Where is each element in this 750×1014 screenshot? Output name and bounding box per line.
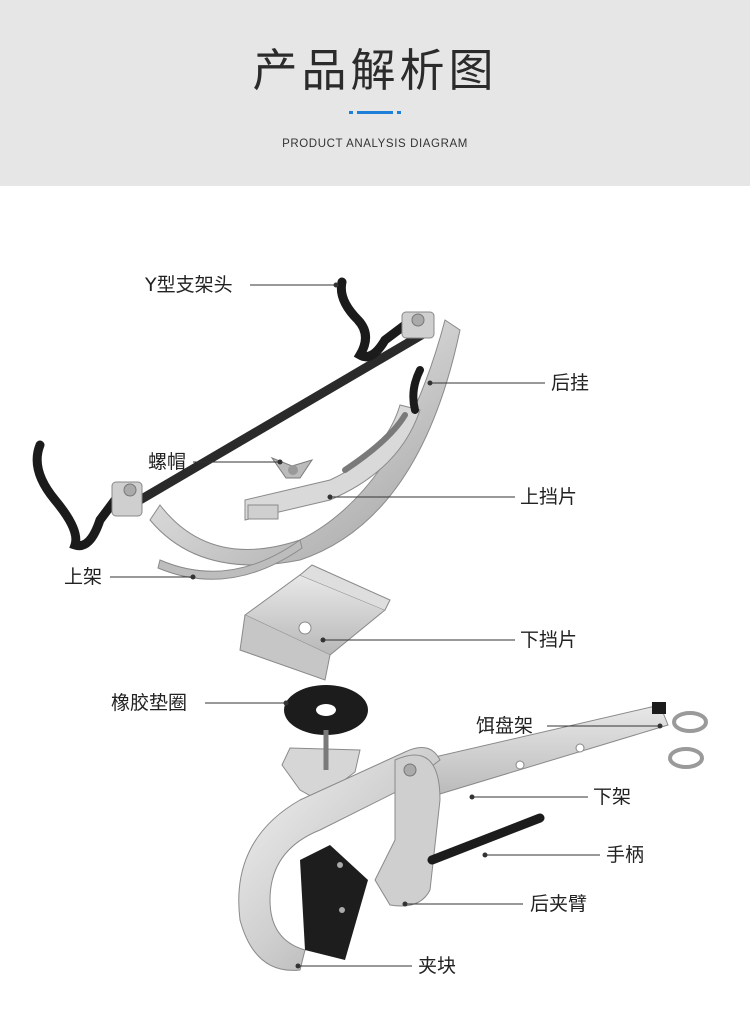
y-head-right <box>336 277 410 362</box>
upper-baffle-tab <box>247 504 279 520</box>
leader-dot-rubber-gasket <box>283 700 289 706</box>
rear-clamp-arm-part <box>374 754 441 907</box>
leader-dots <box>190 282 663 969</box>
handle-part <box>427 813 545 865</box>
leader-dot-lower-frame <box>469 794 475 800</box>
upper-frame-part <box>149 319 461 566</box>
leader-dot-y-head <box>333 282 339 288</box>
rubber-gasket-hole <box>316 704 336 716</box>
page-subtitle: PRODUCT ANALYSIS DIAGRAM <box>282 138 468 150</box>
divider-bar <box>357 111 393 114</box>
leader-dot-upper-baffle <box>327 494 333 500</box>
lower-assembly <box>238 702 708 971</box>
lower-baffle-assembly <box>239 564 391 681</box>
label-y-head: Y型支架头 <box>145 274 233 296</box>
label-upper-baffle: 上挡片 <box>520 486 578 508</box>
label-rubber-gasket: 橡胶垫圈 <box>111 692 188 714</box>
leader-dot-clamp-block <box>295 963 301 969</box>
header-banner: 产品解析图 PRODUCT ANALYSIS DIAGRAM <box>0 0 750 186</box>
leader-lines <box>110 284 660 967</box>
lower-frame-hole-1 <box>515 760 525 770</box>
lower-baffle-hole <box>298 621 312 635</box>
leader-dot-upper-frame <box>190 574 196 580</box>
clamp-block-screw-1 <box>337 862 343 868</box>
label-nut: 螺帽 <box>148 451 187 473</box>
label-lower-frame: 下架 <box>593 786 632 808</box>
label-lower-baffle: 下挡片 <box>520 629 578 651</box>
bait-tray-ring-top <box>672 711 708 733</box>
label-bait-tray-holder: 饵盘架 <box>476 715 534 737</box>
crossbar-part <box>135 325 435 505</box>
label-rear-clamp-arm: 后夹臂 <box>530 893 588 915</box>
rear-hook-part <box>409 366 424 414</box>
divider-dot-right <box>397 111 401 114</box>
page-title: 产品解析图 <box>252 44 498 97</box>
leader-dot-rear-clamp-arm <box>402 901 408 907</box>
divider-dot-left <box>349 111 353 114</box>
bait-tray-knob <box>652 702 666 714</box>
lower-baffle-side <box>239 614 331 681</box>
lower-frame-hole-2 <box>575 743 585 753</box>
bait-tray-ring-bottom <box>668 747 704 769</box>
label-rear-hook: 后挂 <box>551 372 590 394</box>
screw-bracket-part <box>281 747 361 801</box>
y-head-left <box>32 440 120 551</box>
clamp-block-screw-2 <box>339 907 345 913</box>
label-upper-frame: 上架 <box>64 566 103 588</box>
label-handle: 手柄 <box>606 844 645 866</box>
clamp-block-part <box>300 845 368 960</box>
upper-assembly <box>32 277 461 580</box>
rubber-gasket-assembly <box>284 685 368 735</box>
leader-dot-nut <box>277 459 283 465</box>
wing-nut-center <box>288 465 298 475</box>
leader-dot-handle <box>482 852 488 858</box>
rear-clamp-pivot <box>403 763 417 777</box>
y-head-right-screw <box>411 313 425 327</box>
leader-dot-rear-hook <box>427 380 433 386</box>
leader-dot-bait-tray <box>657 723 663 729</box>
y-head-left-screw <box>123 483 137 497</box>
title-divider <box>349 111 401 114</box>
lower-baffle-flange <box>299 564 391 611</box>
leader-dot-lower-baffle <box>320 637 326 643</box>
label-clamp-block: 夹块 <box>418 955 457 977</box>
upper-baffle-slot <box>342 412 408 473</box>
